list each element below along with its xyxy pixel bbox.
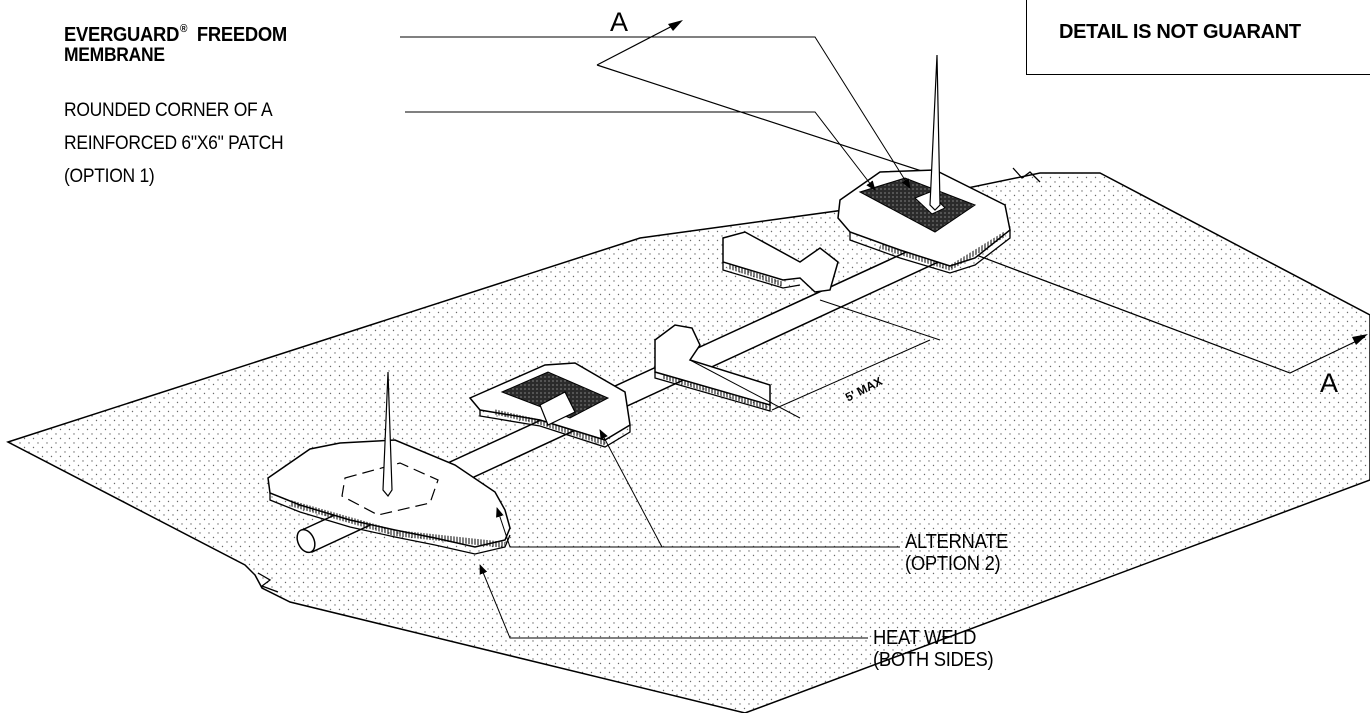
- membrane-label-freedom: FREEDOM: [196, 24, 287, 46]
- heatweld-label-line1: HEAT WELD: [873, 627, 977, 649]
- right-patch: [837, 54, 1011, 274]
- corner-label-line1: ROUNDED CORNER OF A: [64, 100, 273, 121]
- disclaimer-box: DETAIL IS NOT GUARANT: [1026, 0, 1370, 75]
- section-line: [596, 21, 1366, 374]
- alternate-label-line2: (OPTION 2): [905, 553, 1001, 575]
- section-mark-right: A: [1320, 368, 1339, 398]
- leader-lines: [400, 36, 911, 639]
- membrane-label-brand: EVERGUARD: [64, 24, 180, 46]
- middle-patch: [468, 362, 631, 448]
- membrane-label: EVERGUARD® FREEDOM: [64, 23, 287, 46]
- membrane-sheet: [6, 167, 1370, 713]
- membrane-label-line2: MEMBRANE: [64, 45, 165, 66]
- section-arrow-right: [1352, 334, 1368, 345]
- section-arrow-top: [668, 20, 683, 31]
- registered-mark: ®: [180, 23, 188, 35]
- upper-strap: [722, 231, 839, 293]
- corner-label-line2: REINFORCED 6"X6" PATCH: [64, 133, 284, 154]
- disclaimer-text: DETAIL IS NOT GUARANT: [1059, 21, 1301, 43]
- corner-label-line3: (OPTION 1): [64, 166, 155, 187]
- left-plate: [267, 371, 511, 555]
- alternate-label-line1: ALTERNATE: [905, 531, 1009, 553]
- dimension-5ft: [689, 299, 941, 419]
- heatweld-label-line2: (BOTH SIDES): [873, 649, 994, 671]
- section-mark-top: A: [610, 7, 629, 37]
